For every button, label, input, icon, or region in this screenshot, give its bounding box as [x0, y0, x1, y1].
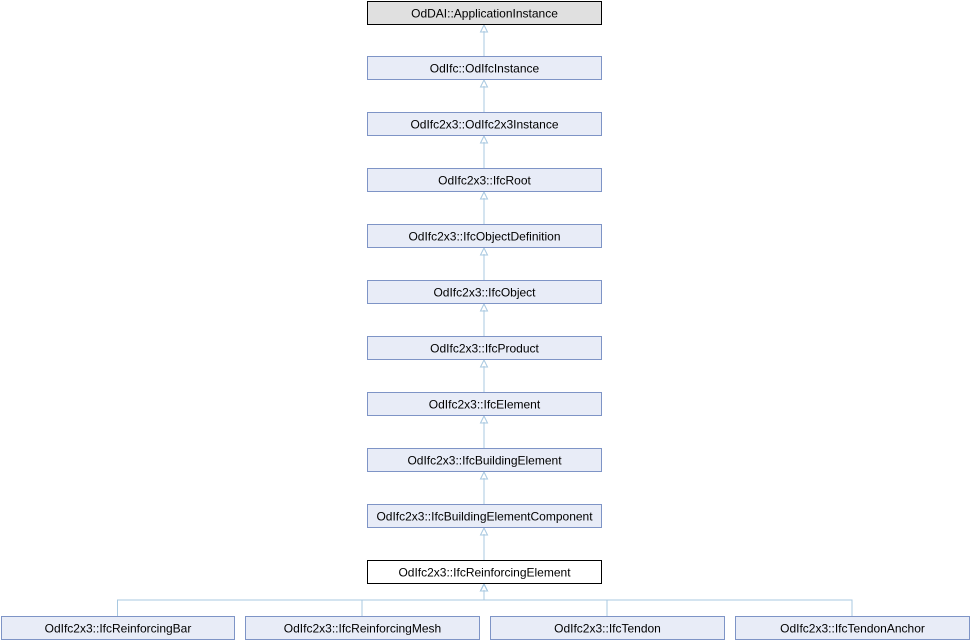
- class-node-label: OdIfc2x3::IfcElement: [429, 398, 541, 412]
- inheritance-edge: [479, 134, 489, 168]
- class-node[interactable]: OdIfc2x3::IfcTendon: [490, 616, 725, 640]
- class-node[interactable]: OdIfc2x3::IfcTendonAnchor: [735, 616, 970, 640]
- inheritance-edge: [479, 526, 489, 560]
- class-node: OdIfc2x3::IfcReinforcingElement: [367, 560, 602, 584]
- inheritance-edge: [479, 78, 489, 112]
- class-node-box: [367, 168, 602, 192]
- class-node-box: [367, 448, 602, 472]
- class-node[interactable]: OdIfc2x3::IfcElement: [367, 392, 602, 416]
- class-node-label: OdIfc2x3::IfcTendonAnchor: [780, 622, 925, 636]
- inheritance-edge: [361, 582, 489, 616]
- class-node-box: [367, 336, 602, 360]
- class-node[interactable]: OdIfc2x3::IfcObject: [367, 280, 602, 304]
- class-node[interactable]: OdIfc2x3::OdIfc2x3Instance: [367, 112, 602, 136]
- class-node[interactable]: OdIfc2x3::IfcBuildingElement: [367, 448, 602, 472]
- class-node-box: [367, 280, 602, 304]
- class-node[interactable]: OdIfc2x3::IfcRoot: [367, 168, 602, 192]
- class-node[interactable]: OdIfc2x3::IfcProduct: [367, 336, 602, 360]
- class-node-box: [367, 112, 602, 136]
- class-node-label: OdIfc2x3::IfcProduct: [430, 342, 539, 356]
- class-node-label: OdIfc2x3::IfcObjectDefinition: [408, 230, 560, 244]
- class-node-box: [367, 56, 602, 80]
- class-node-label: OdIfc2x3::IfcRoot: [438, 174, 531, 188]
- inheritance-edge: [479, 23, 489, 56]
- inheritance-edge: [479, 246, 489, 280]
- inheritance-edge: [479, 582, 853, 616]
- class-node-box: [367, 1, 602, 25]
- class-node-label: OdIfc2x3::OdIfc2x3Instance: [410, 118, 558, 132]
- inheritance-edge: [479, 470, 489, 504]
- inheritance-edges: [117, 23, 853, 616]
- class-node-label: OdIfc2x3::IfcReinforcingElement: [398, 566, 571, 580]
- class-node-label: OdIfc2x3::IfcReinforcingBar: [45, 622, 192, 636]
- class-node[interactable]: OdIfc2x3::IfcBuildingElementComponent: [367, 504, 602, 528]
- class-node-label: OdIfc2x3::IfcTendon: [554, 622, 661, 636]
- class-node-box: [367, 392, 602, 416]
- class-node[interactable]: OdIfc2x3::IfcReinforcingBar: [1, 616, 235, 640]
- class-node[interactable]: OdDAI::ApplicationInstance: [367, 1, 602, 25]
- class-node-label: OdIfc2x3::IfcReinforcingMesh: [284, 622, 441, 636]
- class-node-label: OdIfc2x3::IfcObject: [433, 286, 536, 300]
- inheritance-edge: [479, 190, 489, 224]
- class-node-box: [367, 560, 602, 584]
- inheritance-edge: [479, 414, 489, 448]
- class-node-label: OdIfc2x3::IfcBuildingElement: [407, 454, 562, 468]
- inheritance-edge: [479, 358, 489, 392]
- class-node-box: [367, 224, 602, 248]
- class-node[interactable]: OdIfc::OdIfcInstance: [367, 56, 602, 80]
- inheritance-edge: [479, 302, 489, 336]
- class-node-label: OdIfc::OdIfcInstance: [430, 62, 540, 76]
- class-node-label: OdDAI::ApplicationInstance: [411, 7, 558, 21]
- class-node-box: [367, 504, 602, 528]
- class-node[interactable]: OdIfc2x3::IfcReinforcingMesh: [245, 616, 480, 640]
- class-node[interactable]: OdIfc2x3::IfcObjectDefinition: [367, 224, 602, 248]
- class-node-label: OdIfc2x3::IfcBuildingElementComponent: [376, 510, 593, 524]
